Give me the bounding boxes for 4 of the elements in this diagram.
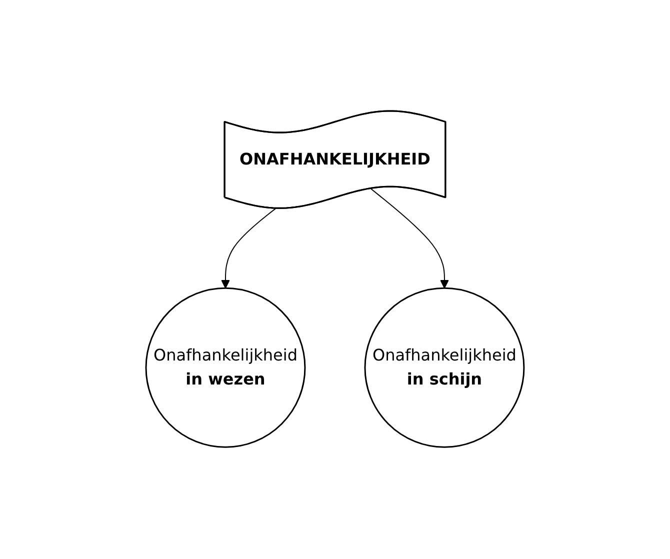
node-circle: Onafhankelijkheid in schijn	[364, 288, 525, 448]
arrow	[221, 208, 276, 289]
node-circle: Onafhankelijkheid in wezen	[145, 288, 306, 448]
arrow	[370, 188, 449, 289]
